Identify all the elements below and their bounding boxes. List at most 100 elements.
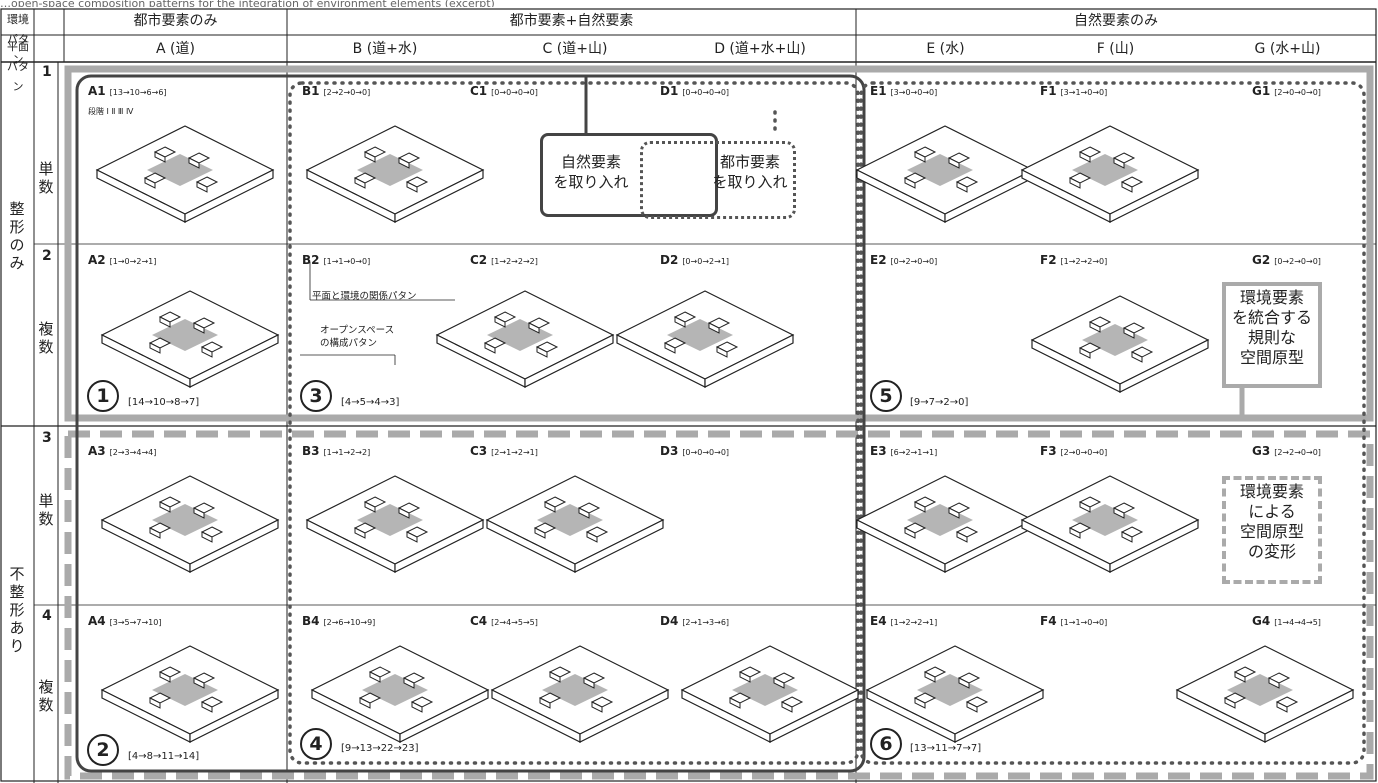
cell-title-a4: A4[3→5→7→10]	[88, 614, 162, 628]
row-number-1: 1	[42, 64, 52, 80]
building-side	[159, 671, 171, 683]
stage-label: 段階 Ⅰ Ⅱ Ⅲ Ⅳ	[88, 107, 134, 116]
building-side	[1113, 507, 1125, 519]
building-side	[729, 697, 741, 709]
group-5-count: [9→7→2→0]	[910, 397, 969, 408]
cell-title-a2: A2[1→0→2→1]	[88, 253, 157, 267]
row-label-4: 複数	[38, 678, 54, 714]
site-block-side-right	[704, 334, 794, 388]
cell-title-c2: C2[1→2→2→2]	[470, 253, 538, 267]
cell-title-f1: F1[3→1→0→0]	[1040, 84, 1108, 98]
site-block-side-right	[394, 519, 484, 573]
env-pattern-label: 環境パタン	[7, 13, 29, 66]
building-side	[664, 342, 676, 354]
building-side	[708, 322, 720, 334]
cell-title-e2: E2[0→2→0→0]	[870, 253, 938, 267]
building-side	[586, 531, 598, 543]
building-side	[159, 501, 171, 513]
cell-title-d4: D4[2→1→3→6]	[660, 614, 730, 628]
building-side	[359, 697, 371, 709]
group-4-count: [9→13→22→23]	[341, 743, 419, 754]
cell-title-d1: D1[0→0→0→0]	[660, 84, 730, 98]
building-side	[1224, 697, 1236, 709]
group-2-badge: 2	[87, 734, 119, 766]
site-block-side-right	[1109, 519, 1199, 573]
building-side	[403, 677, 415, 689]
callout-nature-text: 自然要素を取り入れ	[543, 152, 639, 192]
building-side	[948, 507, 960, 519]
column-header-f: F (山)	[1096, 41, 1135, 57]
building-side	[1069, 527, 1081, 539]
cell-title-d3: D3[0→0→0→0]	[660, 444, 730, 458]
group-4-badge: 4	[300, 728, 332, 760]
building-side	[1079, 151, 1091, 163]
building-side	[674, 316, 686, 328]
building-side	[914, 151, 926, 163]
building-side	[536, 346, 548, 358]
site-block-side-right	[1264, 689, 1354, 743]
column-header-c: C (道+山)	[542, 41, 608, 57]
row-group-irregular: 不 整 形 あ り	[9, 565, 25, 655]
site-block-side-right	[954, 689, 1044, 743]
building-side	[1123, 327, 1135, 339]
group-3-badge: 3	[300, 380, 332, 412]
building-side	[716, 346, 728, 358]
site-block-side-right	[189, 689, 279, 743]
callout-urban-text: 都市要素を取り入れ	[712, 153, 788, 191]
building-side	[1234, 671, 1246, 683]
site-block-side-right	[769, 689, 859, 743]
callout-regular: 環境要素を統合する規則な空間原型	[1222, 282, 1322, 388]
row-group-regular: 整 形 の み	[9, 200, 25, 272]
group-6-count: [13→11→7→7]	[910, 743, 982, 754]
cell-title-e4: E4[1→2→2→1]	[870, 614, 938, 628]
building-side	[528, 322, 540, 334]
building-side	[201, 531, 213, 543]
plan-pattern-label: 平面パタン	[7, 40, 29, 93]
building-side	[534, 527, 546, 539]
row-label-3: 単数	[38, 492, 54, 528]
site-block-side-right	[524, 334, 614, 388]
building-side	[904, 177, 916, 189]
building-side	[1079, 501, 1091, 513]
cell-title-b1: B1[2→2→0→0]	[302, 84, 371, 98]
group-header-urban: 都市要素のみ	[133, 13, 218, 29]
building-side	[966, 701, 978, 713]
building-side	[398, 507, 410, 519]
column-header-a: A (道)	[156, 41, 195, 57]
building-side	[149, 697, 161, 709]
site-block-side-right	[1119, 339, 1209, 393]
building-side	[1276, 701, 1288, 713]
building-side	[956, 531, 968, 543]
building-side	[1089, 321, 1101, 333]
building-side	[904, 527, 916, 539]
group-1-badge: 1	[87, 380, 119, 412]
group-2-count: [4→8→11→14]	[128, 751, 200, 762]
cell-title-e1: E1[3→0→0→0]	[870, 84, 938, 98]
cell-title-b2: B2[1→1→0→0]	[302, 253, 371, 267]
cell-title-a3: A3[2→3→4→4]	[88, 444, 157, 458]
building-side	[144, 177, 156, 189]
building-side	[193, 322, 205, 334]
site-block-side-right	[399, 689, 489, 743]
building-side	[948, 157, 960, 169]
site-block-side-right	[574, 519, 664, 573]
building-side	[1121, 531, 1133, 543]
cell-title-c3: C3[2→1→2→1]	[470, 444, 538, 458]
building-side	[406, 531, 418, 543]
building-side	[484, 342, 496, 354]
group-1-count: [14→10→8→7]	[128, 397, 200, 408]
building-side	[354, 527, 366, 539]
building-side	[364, 151, 376, 163]
building-side	[544, 501, 556, 513]
row-number-2: 2	[42, 248, 52, 264]
row-number-3: 3	[42, 430, 52, 446]
site-block-side-right	[189, 519, 279, 573]
cell-title-g2: G2[0→2→0→0]	[1252, 253, 1321, 267]
building-side	[196, 181, 208, 193]
building-side	[549, 671, 561, 683]
building-side	[1268, 677, 1280, 689]
cell-title-f2: F2[1→2→2→0]	[1040, 253, 1108, 267]
building-side	[914, 697, 926, 709]
building-side	[201, 346, 213, 358]
